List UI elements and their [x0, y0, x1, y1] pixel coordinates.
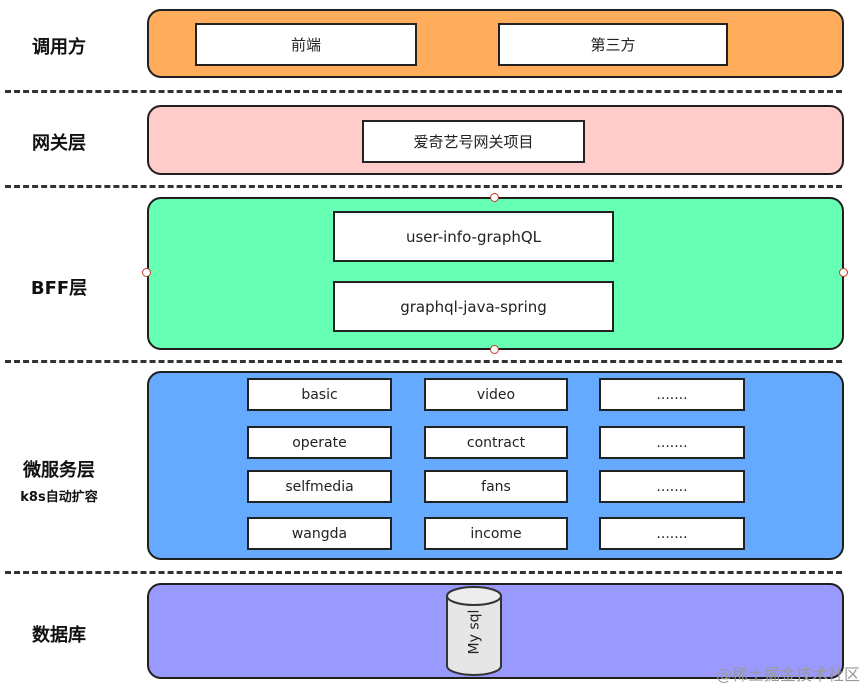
graphql-java-spring-box: graphql-java-spring: [333, 281, 614, 332]
connection-handle: [142, 268, 151, 277]
connection-handle: [490, 345, 499, 354]
layer-label-caller: 调用方: [32, 37, 86, 58]
gateway-layer-panel: 爱奇艺号网关项目: [147, 105, 844, 175]
database-label: My sql: [465, 609, 482, 655]
separator-line: [5, 90, 842, 93]
user-info-graphql-box: user-info-graphQL: [333, 211, 614, 262]
connection-handle: [490, 193, 499, 202]
bff-layer-panel: user-info-graphQL graphql-java-spring: [147, 197, 844, 350]
layer-label-bff: BFF层: [30, 278, 88, 299]
service-box: .......: [599, 517, 745, 550]
service-box: income: [424, 517, 568, 550]
third-party-box: 第三方: [498, 23, 728, 66]
watermark: @稀土掘金技术社区: [715, 665, 860, 684]
service-box: selfmedia: [247, 470, 392, 503]
separator-line: [5, 185, 842, 188]
layer-label-gateway: 网关层: [32, 133, 86, 154]
database-layer-panel: My sql: [147, 583, 844, 679]
layer-label-micro: 微服务层: [23, 460, 95, 481]
service-box: video: [424, 378, 568, 411]
service-box: wangda: [247, 517, 392, 550]
frontend-box: 前端: [195, 23, 417, 66]
separator-line: [5, 571, 842, 574]
caller-layer-panel: 前端 第三方: [147, 9, 844, 78]
layer-sublabel-micro: k8s自动扩容: [20, 490, 98, 505]
service-box: basic: [247, 378, 392, 411]
gateway-project-box: 爱奇艺号网关项目: [362, 120, 585, 163]
service-box: .......: [599, 378, 745, 411]
microservice-layer-panel: basic video ....... operate contract ...…: [147, 371, 844, 560]
connection-handle: [839, 268, 848, 277]
service-box: .......: [599, 470, 745, 503]
database-label-wrap: My sql: [443, 586, 505, 678]
database-cylinder-icon: [446, 586, 502, 676]
service-box: .......: [599, 426, 745, 459]
layer-label-database: 数据库: [32, 625, 86, 646]
service-box: operate: [247, 426, 392, 459]
service-box: fans: [424, 470, 568, 503]
separator-line: [5, 360, 842, 363]
service-box: contract: [424, 426, 568, 459]
